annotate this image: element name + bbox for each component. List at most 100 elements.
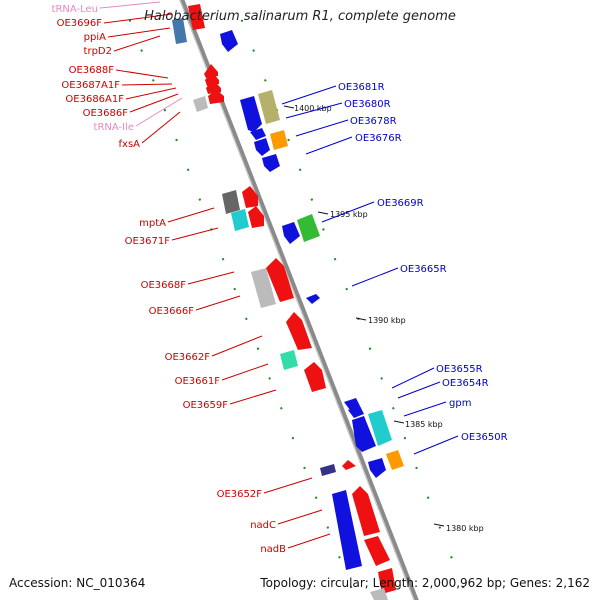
scale-label-1400: 1400 kbp [294, 104, 332, 113]
label-oe3671f[interactable]: OE3671F [125, 236, 171, 247]
leader-oe3661f [221, 363, 269, 381]
label-fxsa[interactable]: fxsA [119, 139, 141, 150]
leader-oe3686f [129, 93, 179, 113]
leader-oe3696f [103, 13, 173, 24]
label-oe3661f[interactable]: OE3661F [175, 376, 221, 387]
genome-title: Halobacterium salinarum R1, complete gen… [144, 9, 456, 24]
label-oe3686f[interactable]: OE3686F [83, 108, 129, 119]
gene-oe3696f [188, 4, 205, 30]
label-oe3654r[interactable]: OE3654R [442, 378, 489, 389]
label-oe3686a1f[interactable]: OE3686A1F [65, 94, 124, 105]
forward-genes [172, 4, 396, 594]
leader-oe3652f [263, 477, 313, 494]
leader-oe3676r [305, 136, 353, 155]
gene-oe3655r-b [348, 406, 364, 418]
gene-oe3688f [204, 64, 218, 78]
label-oe3669r[interactable]: OE3669R [377, 198, 424, 209]
label-oe3680r[interactable]: OE3680R [344, 99, 391, 110]
label-oe3652f[interactable]: OE3652F [217, 489, 263, 500]
gene-gpm [368, 410, 392, 446]
gene-oe3676r-b [262, 154, 280, 172]
gene-bottom-a [378, 568, 396, 594]
leader-oe3662f [211, 335, 263, 357]
leader-trna-ile [135, 97, 183, 127]
gene-oe3676r [254, 138, 270, 156]
scale-marker-1380 [433, 523, 445, 527]
label-mpta[interactable]: mptA [139, 218, 166, 229]
gene-oe3680r [258, 90, 280, 124]
label-oe3650r[interactable]: OE3650R [461, 432, 508, 443]
leader-oe3688f [115, 69, 169, 79]
leader-trna-leu [99, 1, 161, 9]
label-ppia[interactable]: ppiA [84, 32, 106, 43]
leader-oe3680r [285, 102, 343, 119]
leader-nadc [277, 509, 323, 525]
leader-oe3668f [187, 271, 235, 285]
leader-oe3655r [391, 367, 435, 389]
gene-fxsa [193, 96, 208, 112]
leader-oe3671f [171, 227, 219, 241]
gene-oe3650r-b [386, 450, 404, 470]
gene-oe3659f [304, 362, 326, 392]
label-oe3659f[interactable]: OE3659F [183, 400, 229, 411]
leader-oe3659f [229, 389, 277, 405]
label-nadb[interactable]: nadB [260, 544, 286, 555]
scale-marker-1395 [317, 211, 329, 215]
label-oe3678r[interactable]: OE3678R [350, 116, 397, 127]
label-oe3655r[interactable]: OE3655R [436, 364, 483, 375]
gene-oe3668f-a [251, 268, 276, 308]
gene-oe3652r [332, 490, 362, 570]
scale-marker-1390 [355, 317, 367, 321]
gene-bottom-gray [370, 588, 388, 600]
label-oe3676r[interactable]: OE3676R [355, 133, 402, 144]
gene-oe3668f-b [266, 258, 294, 302]
label-oe3687a1f[interactable]: OE3687A1F [61, 80, 120, 91]
gene-oe3652f-b [342, 460, 356, 470]
leader-gpm [403, 401, 447, 417]
leader-oe3654r [397, 381, 441, 399]
leader-oe3669r [321, 201, 375, 223]
gene-oe3654r [352, 416, 376, 452]
label-oe3668f[interactable]: OE3668F [141, 280, 187, 291]
label-oe3666f[interactable]: OE3666F [149, 306, 195, 317]
gene-oe3681r [240, 96, 262, 132]
label-trna-ile[interactable]: tRNA-Ile [94, 122, 134, 133]
gene-top-blue [220, 30, 238, 52]
gene-mpta-b [242, 186, 258, 208]
scale-label-1380: 1380 kbp [446, 524, 484, 533]
gene-oe3671f-a [231, 209, 249, 231]
label-oe3662f[interactable]: OE3662F [165, 352, 211, 363]
label-trna-leu[interactable]: tRNA-Leu [52, 4, 98, 15]
gene-oe3652f-a [320, 464, 336, 476]
leader-mpta [167, 207, 215, 223]
label-oe3681r[interactable]: OE3681R [338, 82, 385, 93]
gene-oe3686f [208, 90, 224, 104]
scale-marker-1400 [283, 105, 295, 109]
label-gpm[interactable]: gpm [449, 398, 471, 409]
gene-oe3671f-b [248, 206, 264, 228]
gene-ppia [172, 18, 187, 44]
leader-oe3681r [281, 85, 337, 105]
left-labels: tRNA-Leu OE3696F ppiA trpD2 OE3688F OE36… [52, 1, 331, 555]
gene-oe3661f [280, 350, 298, 370]
scale-label-1390: 1390 kbp [368, 316, 406, 325]
gene-nadc [352, 486, 380, 536]
scale-marker-1385 [393, 420, 405, 424]
accession-text: Accession: NC_010364 [9, 576, 146, 590]
leader-oe3678r [295, 119, 349, 137]
leader-oe3687a1f [121, 83, 173, 86]
gene-oe3686a1f [206, 80, 221, 94]
label-oe3665r[interactable]: OE3665R [400, 264, 447, 275]
label-nadc[interactable]: nadC [250, 520, 276, 531]
label-trpd2[interactable]: trpD2 [84, 46, 112, 57]
label-oe3696f[interactable]: OE3696F [57, 18, 103, 29]
gene-oe3665r [306, 294, 320, 304]
reverse-genes [220, 30, 404, 600]
leader-nadb [287, 533, 331, 549]
label-oe3688f[interactable]: OE3688F [69, 65, 115, 76]
gene-oe3650r-a [368, 458, 386, 478]
leader-oe3686a1f [125, 87, 177, 100]
gene-nadb [364, 536, 390, 566]
